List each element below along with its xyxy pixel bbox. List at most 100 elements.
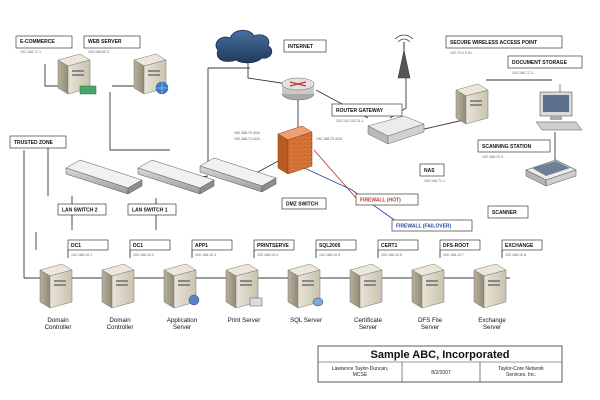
fw-ip-right: 192.168.72.4/24 (316, 137, 342, 141)
svg-text:192.168.10.2: 192.168.10.2 (133, 253, 154, 257)
svg-text:LAN SWITCH 1: LAN SWITCH 1 (132, 208, 168, 214)
svg-text:SECURE WIRELESS ACCESS POINT: SECURE WIRELESS ACCESS POINT (450, 40, 537, 46)
label-webserver: WEB SERVER 192.168.60.3 (83, 35, 141, 54)
svg-text:192.168.10.8: 192.168.10.8 (505, 253, 526, 257)
svg-text:DC1: DC1 (133, 243, 143, 249)
svg-text:192.168.10.7: 192.168.10.7 (443, 253, 464, 257)
label-nas: NAS 192.168.71.1 (419, 163, 445, 183)
scanning-station-icon (535, 84, 583, 131)
title-block-author: Lawrence Taylor-Duncan,MCSE (332, 366, 389, 378)
wire-firewall-dmz (257, 159, 281, 173)
svg-text:192.70.0.0.51: 192.70.0.0.51 (450, 51, 472, 55)
label-scanner: SCANNER (487, 205, 529, 219)
svg-text:203.103.102.11.1: 203.103.102.11.1 (336, 119, 364, 123)
svg-text:E-COMMERCE: E-COMMERCE (20, 39, 55, 45)
server-tag-label: DC1 192.168.10.2 (129, 239, 171, 257)
firewall-icon (277, 125, 313, 175)
label-ecommerce: E-COMMERCE 192.168.71.1 (15, 35, 73, 54)
lan-switch-2-icon (65, 159, 143, 195)
svg-text:SCANNER: SCANNER (492, 210, 517, 216)
label-firewall-failover: FIREWALL (FAILOVER) (391, 219, 473, 232)
server-tower-icon (163, 263, 200, 309)
server-tower-icon (287, 263, 324, 309)
database-icon (312, 297, 324, 307)
svg-text:DMZ SWITCH: DMZ SWITCH (286, 202, 318, 208)
svg-text:INTERNET: INTERNET (288, 44, 313, 50)
svg-text:192.168.71.1: 192.168.71.1 (424, 179, 445, 183)
server-tag-label: DC1 192.168.10.1 (67, 239, 109, 257)
title-block-title: Sample ABC, Incorporated (371, 349, 510, 361)
wire-firewall-failover-leader (299, 165, 401, 225)
svg-text:192.168.72.3: 192.168.72.3 (512, 71, 533, 75)
svg-text:ROUTER GATEWAY: ROUTER GATEWAY (336, 108, 384, 114)
document-storage-server-icon (455, 83, 489, 125)
label-router: ROUTER GATEWAY 203.103.102.11.1 (331, 103, 403, 123)
svg-text:DFS-ROOT: DFS-ROOT (443, 243, 469, 249)
svg-text:LAN SWITCH 2: LAN SWITCH 2 (62, 208, 98, 214)
server-tag-label: EXCHANGE 192.168.10.8 (501, 239, 543, 257)
label-firewall-hot: FIREWALL (HOT) (355, 193, 419, 206)
scanner-icon (525, 159, 577, 187)
svg-text:EXCHANGE: EXCHANGE (505, 243, 534, 249)
wire-web-to-dmz (109, 92, 170, 151)
printer-icon (249, 297, 263, 307)
server-tag-label: APP1 192.168.10.3 (191, 239, 233, 257)
internet-cloud-icon (215, 29, 273, 64)
svg-text:192.168.10.4: 192.168.10.4 (257, 253, 278, 257)
svg-text:DC1: DC1 (71, 243, 81, 249)
server-caption: SQL Server (290, 317, 322, 324)
server-tag-label: PRINTSERVE 192.168.10.4 (253, 239, 295, 257)
server-tower-icon (225, 263, 263, 309)
app-disc-icon (188, 294, 200, 306)
server-caption: Print Server (228, 317, 261, 324)
server-tag-label: DFS-ROOT 192.168.10.7 (439, 239, 481, 257)
svg-text:WEB SERVER: WEB SERVER (88, 39, 122, 45)
svg-text:APP1: APP1 (195, 243, 208, 249)
svg-text:PRINTSERVE: PRINTSERVE (257, 243, 290, 249)
svg-text:TRUSTED ZONE: TRUSTED ZONE (14, 140, 54, 146)
dmz-switch-icon (199, 157, 277, 193)
svg-text:192.168.60.3: 192.168.60.3 (88, 50, 109, 54)
svg-text:192.168.10.1: 192.168.10.1 (71, 253, 92, 257)
svg-text:192.168.71.1: 192.168.71.1 (20, 50, 41, 54)
label-wireless: SECURE WIRELESS ACCESS POINT 192.70.0.0.… (445, 35, 563, 55)
label-trusted-zone: TRUSTED ZONE (9, 135, 67, 149)
label-scanning-station: SCANNING STATION 192.168.72.4 (477, 139, 551, 159)
web-server-icon (133, 53, 169, 95)
svg-text:DOCUMENT STORAGE: DOCUMENT STORAGE (512, 60, 568, 66)
router-gateway-icon (281, 77, 315, 101)
server-tower-icon (473, 263, 507, 309)
server-tower-icon (39, 263, 73, 309)
nas-device-icon (367, 115, 425, 145)
svg-text:192.168.72.4: 192.168.72.4 (482, 155, 503, 159)
svg-text:192.168.10.3: 192.168.10.3 (195, 253, 216, 257)
server-tower-icon (411, 263, 445, 309)
server-tower-icon (101, 263, 135, 309)
label-lan-switch-2: LAN SWITCH 2 (57, 203, 107, 216)
svg-text:192.168.10.5: 192.168.10.5 (319, 253, 340, 257)
svg-text:SCANNING STATION: SCANNING STATION (482, 144, 532, 150)
wire-firewall-hot-leader (313, 149, 357, 199)
label-docstorage: DOCUMENT STORAGE 192.168.72.3 (507, 55, 583, 75)
fw-ip-left-b: 192.168.71.4/24 (234, 137, 260, 141)
fw-ip-left-a: 192.168.70.4/24 (234, 131, 260, 135)
label-lan-switch-1: LAN SWITCH 1 (127, 203, 177, 216)
svg-text:NAS: NAS (424, 168, 435, 174)
title-block: Sample ABC, Incorporated Lawrence Taylor… (317, 345, 563, 383)
